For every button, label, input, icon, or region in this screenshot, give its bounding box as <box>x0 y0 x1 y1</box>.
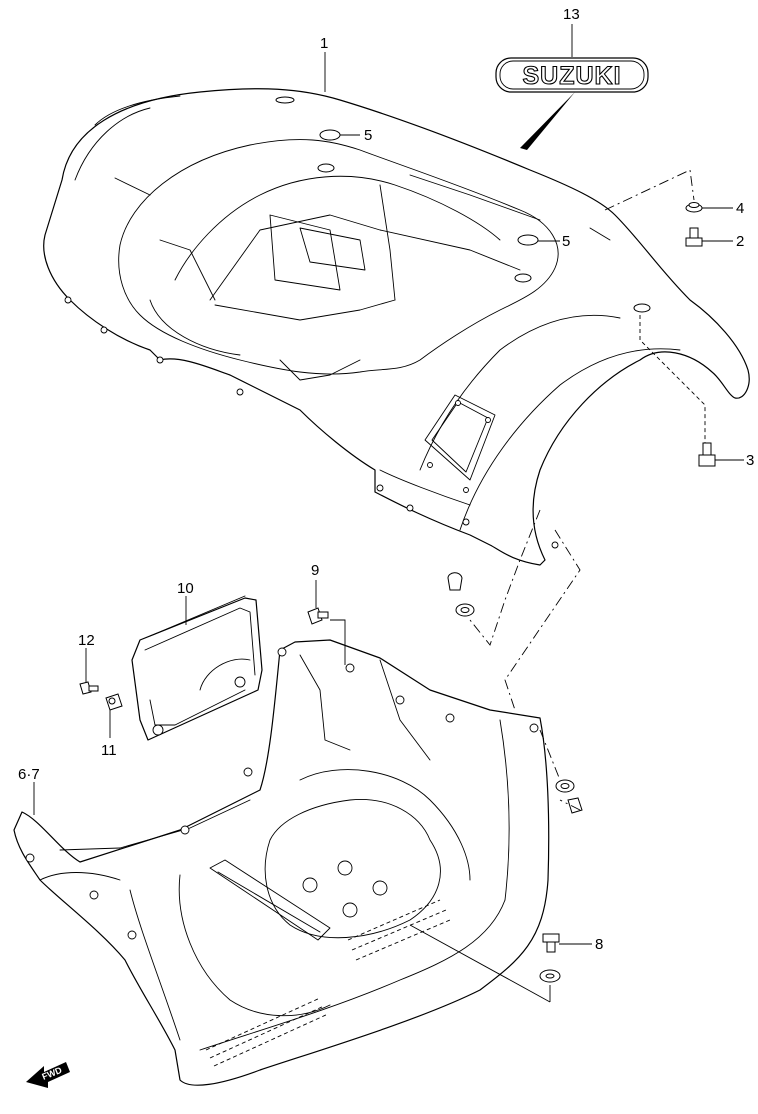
grommet-mid <box>447 572 475 617</box>
grommet-right <box>555 779 583 814</box>
callout-13: 13 <box>563 6 580 23</box>
nut-part-11 <box>105 693 123 711</box>
callout-6-7: 6·7 <box>18 766 40 783</box>
rear-fender <box>43 88 750 566</box>
callout-11: 11 <box>101 742 117 759</box>
callout-1: 1 <box>320 35 328 52</box>
callout-leaders <box>33 24 744 945</box>
suzuki-emblem: SUZUKI <box>495 57 649 150</box>
emblem-pointer <box>520 92 575 150</box>
callout-9: 9 <box>311 562 319 579</box>
callout-3: 3 <box>746 452 754 469</box>
callout-12: 12 <box>78 632 95 649</box>
washer-part-8 <box>539 969 561 983</box>
bolt-part-3 <box>698 442 716 467</box>
screw-part-12 <box>79 681 99 695</box>
footrest-mudguard <box>13 639 550 1086</box>
bolt-part-8 <box>542 933 560 953</box>
assembly-lines <box>330 169 706 1003</box>
nut-part-4 <box>685 202 703 213</box>
callout-8: 8 <box>595 936 603 953</box>
plate-part-10 <box>131 595 263 741</box>
callout-10: 10 <box>177 580 194 597</box>
callout-5-lower: 5 <box>562 233 570 250</box>
forward-direction-arrow: FWD <box>26 1062 70 1088</box>
callout-5-upper: 5 <box>364 127 372 144</box>
callout-4: 4 <box>736 200 744 217</box>
emblem-text: SUZUKI <box>522 62 621 90</box>
callout-2: 2 <box>736 233 744 250</box>
callout-numbers: 1 13 5 5 4 2 3 8 9 10 12 11 6·7 <box>18 6 754 953</box>
screw-part-9 <box>307 607 329 625</box>
bolt-part-2 <box>685 227 703 247</box>
